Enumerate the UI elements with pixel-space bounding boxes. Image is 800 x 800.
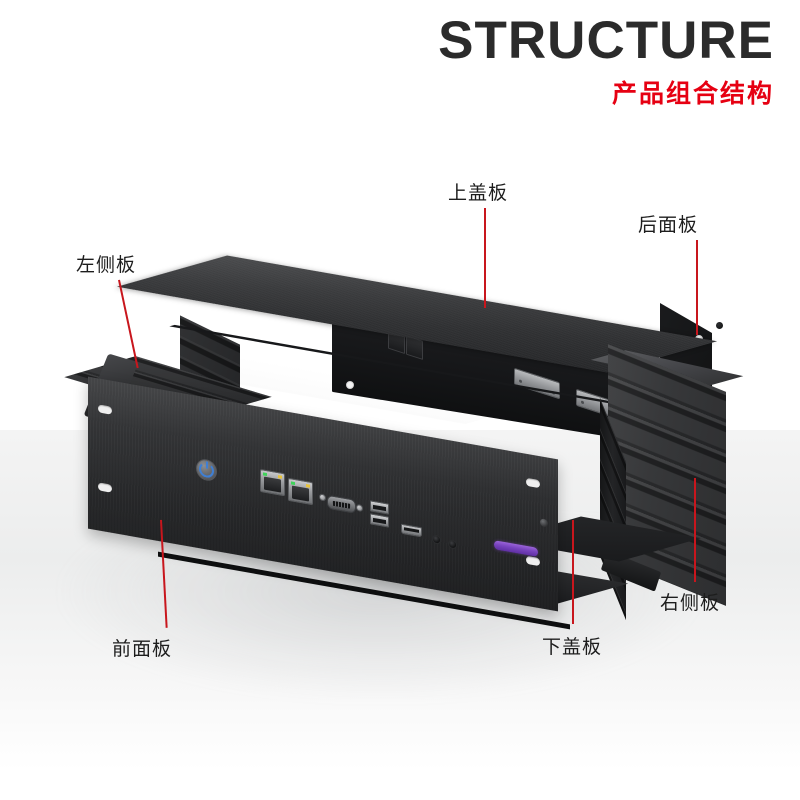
usb-port[interactable] xyxy=(370,513,389,528)
leader-line-left-side xyxy=(118,279,139,369)
callout-label-rear-panel: 后面板 xyxy=(638,215,699,236)
page-title: STRUCTURE xyxy=(438,11,774,70)
rear-panel-screw xyxy=(716,322,723,329)
serial-port-screw xyxy=(319,493,326,502)
serial-port-screw xyxy=(356,503,363,513)
rear-panel-screw-hole xyxy=(346,381,354,389)
audio-jack[interactable] xyxy=(432,534,441,545)
page-subtitle: 产品组合结构 xyxy=(611,80,774,109)
callout-label-top-cover: 上盖板 xyxy=(448,183,509,204)
usb-port[interactable] xyxy=(370,500,389,515)
power-button[interactable] xyxy=(196,457,217,483)
callout-label-left-side: 左侧板 xyxy=(76,255,137,276)
front-panel-screw xyxy=(540,518,548,528)
accent-strip xyxy=(494,540,538,557)
callout-label-bottom-cover: 下盖板 xyxy=(542,637,603,658)
expansion-slot-cover xyxy=(514,367,560,400)
leader-line-right-side xyxy=(694,478,696,582)
ethernet-port[interactable] xyxy=(260,468,285,497)
audio-jack[interactable] xyxy=(448,539,457,550)
callout-label-right-side: 右侧板 xyxy=(660,593,721,614)
hdmi-port[interactable] xyxy=(401,523,422,538)
leader-line-top-cover xyxy=(484,208,486,308)
power-icon xyxy=(199,461,214,479)
serial-port[interactable] xyxy=(327,494,356,514)
title-block: STRUCTURE 产品组合结构 xyxy=(438,11,774,110)
ethernet-port[interactable] xyxy=(288,477,313,506)
leader-line-rear-panel xyxy=(696,240,698,335)
leader-line-bottom-cover xyxy=(572,520,574,624)
callout-label-front-panel: 前面板 xyxy=(112,639,173,660)
